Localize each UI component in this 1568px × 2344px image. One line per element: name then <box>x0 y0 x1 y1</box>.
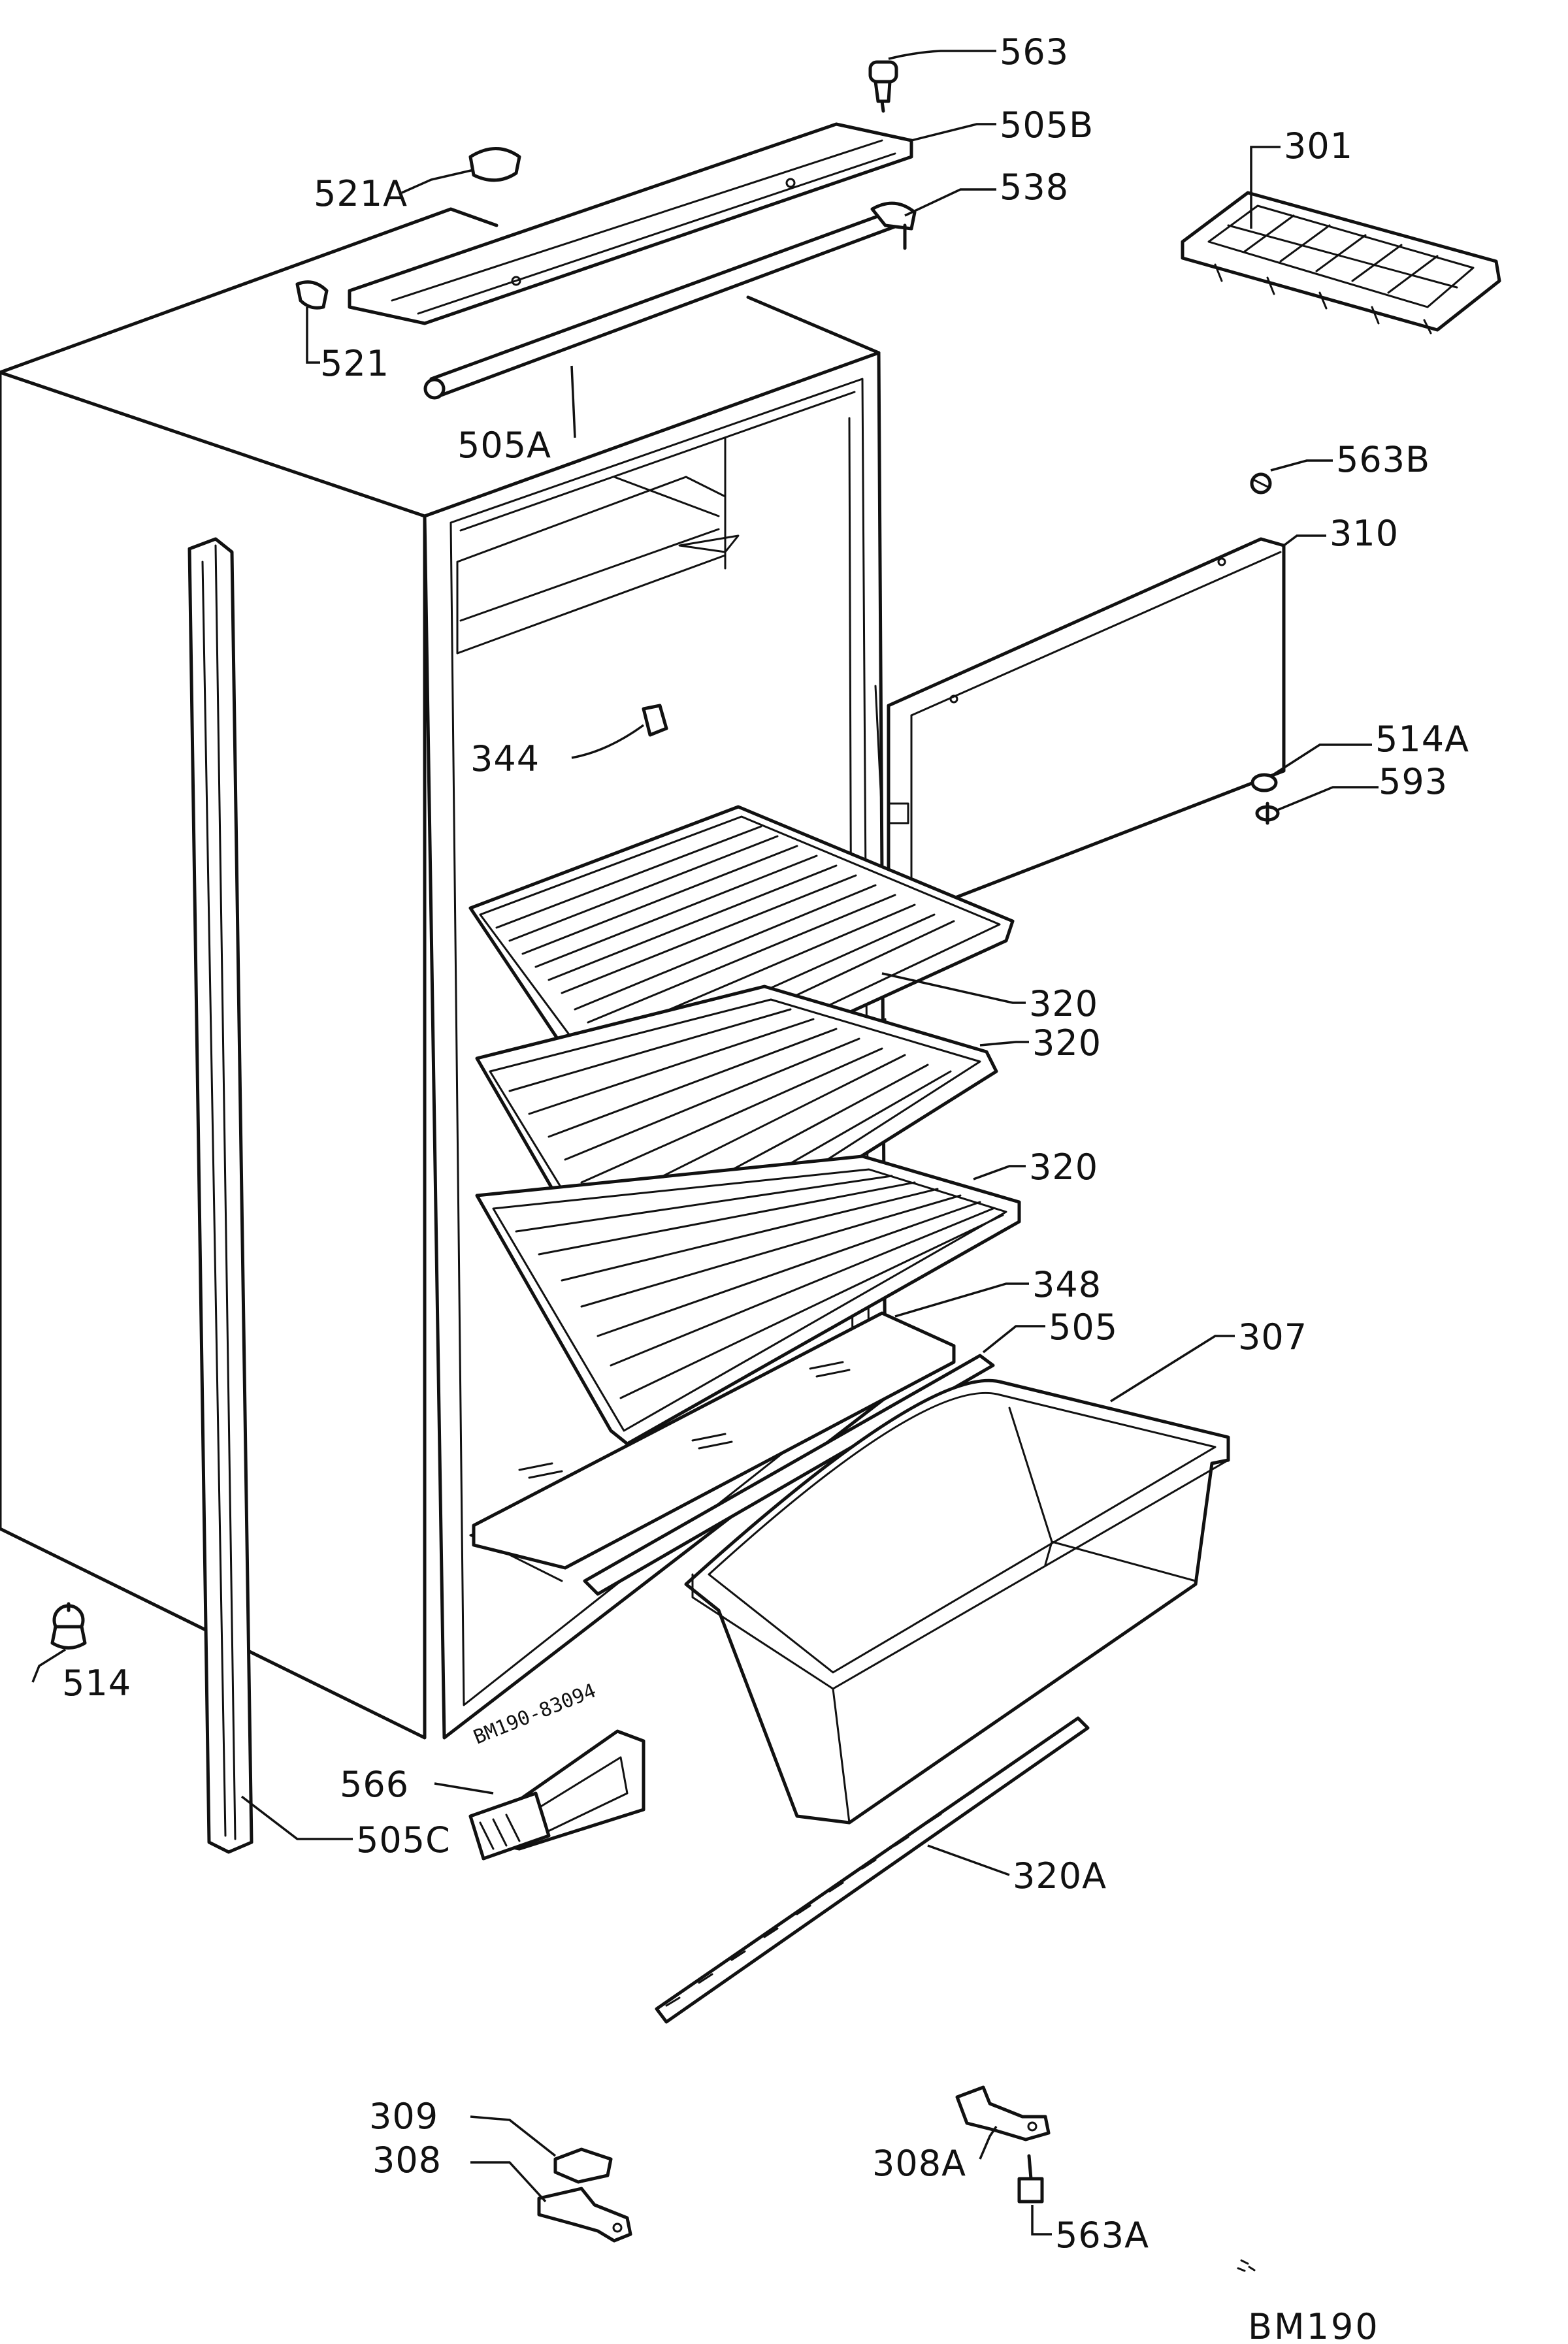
label-301: 301 <box>1284 125 1353 167</box>
label-521: 521 <box>320 343 389 384</box>
freezer-door-310 <box>887 537 1286 917</box>
ice-cube-tray-301 <box>1181 191 1501 334</box>
label-563a: 563A <box>1055 2215 1149 2256</box>
screw-563a <box>1017 2154 1044 2204</box>
shelf-320-bottom <box>475 1154 1021 1446</box>
label-505: 505 <box>1049 1307 1118 1348</box>
trim-strip-505 <box>583 1354 995 1596</box>
nut-514a <box>1250 773 1278 792</box>
label-344: 344 <box>470 738 540 779</box>
label-566: 566 <box>340 1764 409 1805</box>
hinge-538 <box>870 201 917 250</box>
crisper-drawer-307 <box>684 1378 1230 1825</box>
label-505c: 505C <box>356 1819 451 1861</box>
bracket-308 <box>537 2187 632 2243</box>
label-563: 563 <box>1000 31 1069 73</box>
label-505a: 505A <box>457 425 551 466</box>
label-309: 309 <box>369 2096 438 2137</box>
drawing-number-stamp: BM190-83094 <box>470 1680 599 1750</box>
label-308a: 308A <box>872 2143 966 2184</box>
hinge-pin-563 <box>868 60 898 113</box>
drawer-rail-320a <box>655 1716 1090 2024</box>
leveling-foot-514 <box>50 1602 87 1650</box>
label-514: 514 <box>62 1663 131 1704</box>
leader-lines <box>31 50 1379 2236</box>
cap-521a <box>468 147 521 182</box>
door-seal-505c <box>188 537 253 1854</box>
label-320-1: 320 <box>1029 983 1098 1024</box>
screw-593 <box>1255 802 1280 825</box>
label-538: 538 <box>1000 167 1069 208</box>
label-521a: 521A <box>314 173 408 214</box>
label-505b: 505B <box>1000 105 1094 146</box>
label-593: 593 <box>1379 761 1448 802</box>
top-hinge-plate-505b <box>348 122 913 325</box>
label-310: 310 <box>1330 513 1399 554</box>
glass-shelf-348 <box>472 1311 956 1570</box>
label-320-3: 320 <box>1029 1147 1098 1188</box>
model-title: BM190 <box>1248 2306 1380 2344</box>
clip-344 <box>642 704 668 737</box>
label-348: 348 <box>1032 1264 1102 1305</box>
label-308: 308 <box>372 2140 442 2181</box>
label-514a: 514A <box>1375 719 1469 760</box>
screw-563b <box>1250 472 1272 495</box>
label-320a: 320A <box>1013 1855 1107 1896</box>
bottom-hinge-566 <box>468 1729 645 1861</box>
callout-labels: 563 505B 521A 538 301 521 505A 563B 310 … <box>62 31 1469 2256</box>
speck-marks <box>1237 2259 1256 2272</box>
cap-521 <box>295 280 329 310</box>
bracket-308a <box>955 2085 1051 2141</box>
pad-309 <box>553 2147 613 2184</box>
label-307: 307 <box>1238 1316 1307 1358</box>
label-563b: 563B <box>1336 439 1430 480</box>
label-320-2: 320 <box>1032 1022 1102 1064</box>
